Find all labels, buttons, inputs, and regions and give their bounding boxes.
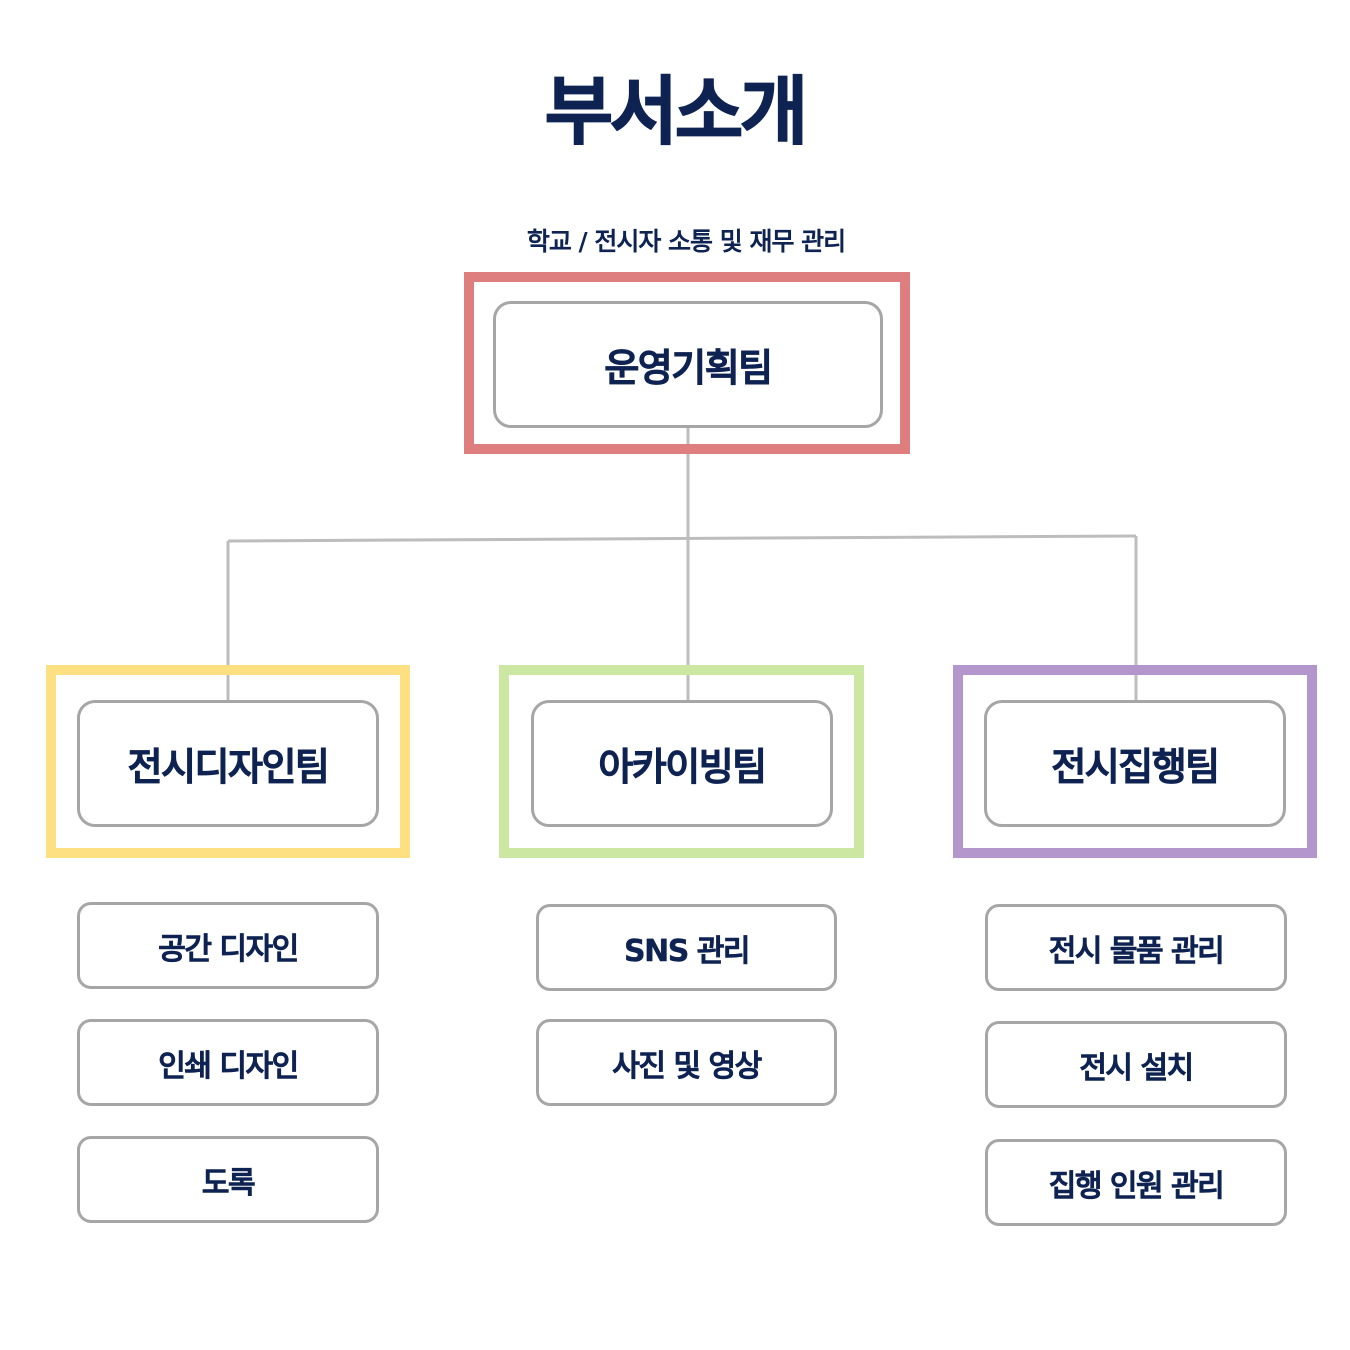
duty-label: 전시 설치 <box>1079 1050 1194 1086</box>
duty-label: 전시 물품 관리 <box>1048 933 1225 969</box>
duty-label: 공간 디자인 <box>158 931 299 967</box>
duty-label: 사진 및 영상 <box>612 1048 762 1084</box>
team-frame-archiving <box>499 665 864 858</box>
duty-box: 도록 <box>77 1136 379 1223</box>
page-title: 부서소개 <box>544 68 809 156</box>
duty-label: 집행 인원 관리 <box>1048 1168 1225 1204</box>
team-frame-design <box>46 665 410 858</box>
team-frame-execution <box>953 665 1317 858</box>
duty-box: 전시 설치 <box>985 1021 1287 1108</box>
top-department-description: 학교 / 전시자 소통 및 재무 관리 <box>526 227 846 256</box>
top-department-frame <box>464 272 910 454</box>
duty-box: 공간 디자인 <box>77 902 379 989</box>
top-department-box: 운영기획팀 <box>493 301 883 428</box>
duty-label: 도록 <box>201 1165 256 1201</box>
duty-box: 집행 인원 관리 <box>985 1139 1287 1226</box>
connector-horizontal <box>227 534 1137 543</box>
team-name-design: 전시디자인팀 <box>127 745 330 790</box>
duty-box: 사진 및 영상 <box>536 1019 837 1106</box>
team-box-design: 전시디자인팀 <box>77 700 379 827</box>
duty-box: 전시 물품 관리 <box>985 904 1287 991</box>
team-name-execution: 전시집행팀 <box>1051 745 1220 790</box>
duty-label: 인쇄 디자인 <box>158 1048 299 1084</box>
duty-box: SNS 관리 <box>536 904 837 991</box>
team-box-execution: 전시집행팀 <box>984 700 1286 827</box>
duty-box: 인쇄 디자인 <box>77 1019 379 1106</box>
team-box-archiving: 아카이빙팀 <box>531 700 833 827</box>
team-name-archiving: 아카이빙팀 <box>598 745 767 790</box>
top-department-name: 운영기획팀 <box>604 346 773 391</box>
duty-label: SNS 관리 <box>624 933 751 969</box>
